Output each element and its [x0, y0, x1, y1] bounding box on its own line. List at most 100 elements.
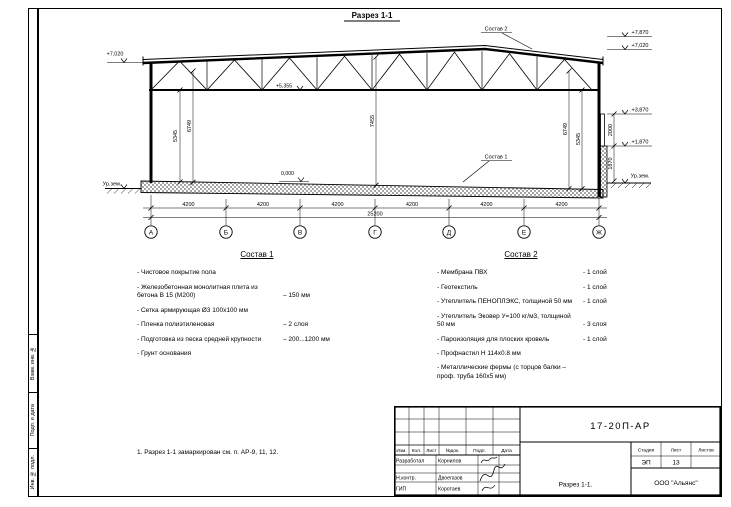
item-value: – 2 слоя: [283, 321, 309, 329]
list-item: Железобетонная монолитная плита из бетон…: [137, 284, 399, 301]
col-kol: Кол.: [412, 448, 422, 454]
col-izm: Изм.: [396, 448, 406, 454]
bay-dim: 4200: [257, 202, 269, 208]
total-dim: 25200: [367, 212, 382, 218]
axis-v: В: [298, 229, 302, 236]
list-item: Чистовое покрытие пола: [137, 269, 399, 277]
axis-d: Д: [447, 229, 452, 236]
dim-left-outer: 6749: [187, 120, 193, 132]
gost-left-margin: Взам. инв. № Подп. и дата Инв. № подл.: [28, 8, 38, 497]
list-item: Мембрана ПВХ - 1 слой: [437, 269, 691, 277]
title-block: Изм. Кол. Лист №док. Подп. Дата Разработ…: [394, 406, 721, 496]
item-text: Утеплитель Эковер У=100 кг/м3, толщиной …: [437, 313, 579, 330]
margin-cell: Подп. и дата: [29, 392, 37, 448]
composition-1: Состав 1 Чистовое покрытие пола Железобе…: [137, 250, 399, 364]
bay-dim: 4200: [182, 202, 194, 208]
elevation-wall-top: +3,870: [632, 108, 649, 114]
stage-value: ЭП: [641, 460, 651, 467]
dim-wall-lower: 1870: [608, 157, 614, 169]
axis-e: Е: [522, 229, 527, 236]
elevation-floor: 0,000: [281, 171, 294, 177]
margin-label: Взам. инв. №: [30, 346, 36, 381]
elevation-truss-bottom: +5,355: [276, 84, 292, 90]
list-item: Утеплитель ПЕНОПЛЭКС, толщиной 50 мм - 1…: [437, 298, 691, 306]
bottom-dimensions: 4200 4200 4200 4200 4200 4200 25200: [143, 195, 607, 225]
roof: [142, 44, 604, 66]
callout-sostav1: Состав 1: [485, 155, 508, 161]
item-text: Геотекстиль: [437, 284, 579, 292]
composition-2-title: Состав 2: [504, 250, 538, 259]
list-item: Грунт основания: [137, 350, 399, 358]
elevation-left-eave: +7,020: [107, 52, 124, 58]
elevation-marks: +7,020 +7,870 +7,020 +3,870 +1,870 Ур.зе…: [103, 30, 652, 190]
item-value: – 150 мм: [283, 292, 311, 300]
dim-right-inner: 5345: [576, 133, 582, 145]
item-text: Железобетонная монолитная плита из бетон…: [137, 284, 279, 301]
bay-dim: 4200: [480, 202, 492, 208]
stamp-drawing-title: Разрез 1-1.: [559, 482, 593, 489]
composition-1-title: Состав 1: [240, 250, 274, 259]
margin-cell: Взам. инв. №: [29, 334, 37, 392]
col-podp: Подп.: [473, 448, 486, 454]
dim-wall-upper: 2000: [608, 124, 614, 136]
list-item: Профнастил Н 114x0.8 мм: [437, 350, 691, 358]
elevation-wall-mid: +1,870: [632, 140, 649, 146]
item-value: - 3 слоя: [583, 321, 607, 329]
list-item: Утеплитель Эковер У=100 кг/м3, толщиной …: [437, 313, 691, 330]
columns: [149, 63, 601, 197]
doc-number: 17-20П-АР: [590, 421, 650, 432]
margin-label: Подп. и дата: [30, 404, 36, 437]
elevation-ridge: +7,870: [632, 30, 649, 36]
col-list: Лист: [426, 448, 437, 454]
name-gip: Коротаев: [438, 487, 461, 493]
margin-cell: Инв. № подл.: [29, 448, 37, 496]
callout-sostav2: Состав 2: [485, 27, 508, 33]
signature: [479, 456, 506, 492]
name-ncontrol: Двоегазов: [438, 476, 463, 482]
section-drawing: Разрез 1-1: [103, 11, 652, 239]
list-item: Сетка армирующая Ø3 100x100 мм: [137, 307, 399, 315]
dim-center: 7455: [370, 115, 376, 127]
list-item: Пленка полиэтиленовая – 2 слоя: [137, 321, 399, 329]
bay-dim: 4200: [406, 202, 418, 208]
floor-slab: [140, 180, 604, 199]
item-text: Сетка армирующая Ø3 100x100 мм: [137, 307, 279, 315]
item-value: - 1 слой: [583, 269, 607, 277]
title-block-grid: [394, 406, 721, 496]
company-name: ООО "Альянс": [654, 480, 698, 487]
ground-level-left: Ур.зем.: [103, 182, 122, 188]
list-item: Пароизоляция для плоских кровель - 1 сло…: [437, 336, 691, 344]
ground: [105, 182, 652, 194]
margin-label: Инв. № подл.: [30, 455, 36, 490]
sheet-label: Лист: [671, 448, 682, 454]
name-developer: Корнилов: [438, 459, 462, 465]
elevation-right-eave: +7,020: [632, 43, 649, 49]
note: 1. Разрез 1-1 замаркирован см. п. АР-9, …: [137, 449, 279, 456]
callouts: Состав 2 Состав 1: [462, 27, 533, 183]
item-value: - 1 слой: [583, 298, 607, 306]
sheet-frame: Изм. Кол. Лист №док. Подп. Дата Разработ…: [38, 8, 722, 497]
list-item: Геотекстиль - 1 слой: [437, 284, 691, 292]
item-text: Металлические фермы (с торцов балки – пр…: [437, 364, 579, 381]
item-value: - 1 слой: [583, 283, 607, 291]
item-text: Пленка полиэтиленовая: [137, 321, 279, 329]
item-text: Пароизоляция для плоских кровель: [437, 336, 579, 344]
role-ncontrol: Н.контр.: [396, 476, 416, 482]
list-item: Металлические фермы (с торцов балки – пр…: [437, 364, 691, 381]
list-item: Подготовка из песка средней крупности – …: [137, 336, 399, 344]
drawing-title: Разрез 1-1: [352, 11, 393, 20]
axis-b: Б: [224, 229, 228, 236]
truss: [149, 51, 599, 91]
composition-2: Состав 2 Мембрана ПВХ - 1 слой Геотексти…: [437, 250, 691, 387]
item-value: – 200...1200 мм: [283, 335, 330, 343]
item-value: - 1 слой: [583, 335, 607, 343]
item-text: Подготовка из песка средней крупности: [137, 336, 279, 344]
dim-left-inner: 5345: [173, 130, 179, 142]
grid-axes: А Б В Г Д Е Ж: [144, 225, 606, 239]
role-developer: Разработал: [396, 459, 424, 465]
stage-label: Стадия: [638, 448, 655, 454]
item-text: Грунт основания: [137, 350, 279, 358]
col-data: Дата: [501, 448, 512, 454]
dim-right-outer: 6749: [563, 123, 569, 135]
